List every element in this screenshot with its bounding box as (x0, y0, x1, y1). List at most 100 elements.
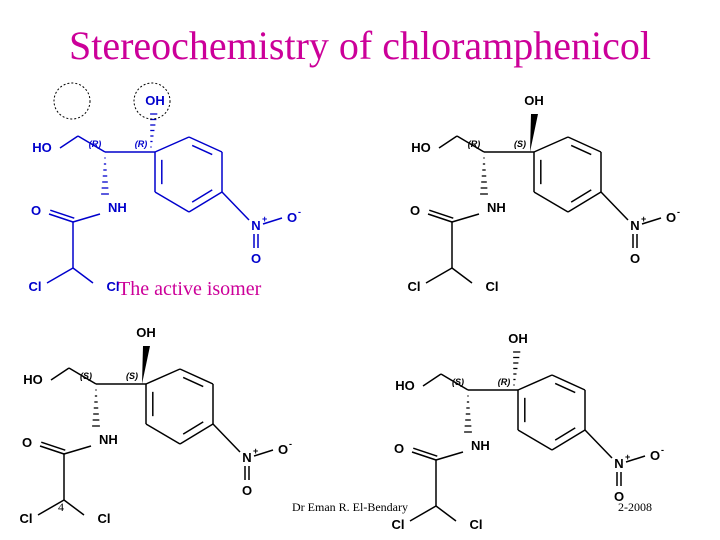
active-isomer-caption: The active isomer (118, 278, 262, 300)
bond (63, 445, 92, 455)
highlight-circle (53, 82, 91, 120)
positive-charge-label: + (253, 446, 258, 456)
bond (72, 267, 94, 284)
nh-label: NH (487, 200, 506, 215)
stereo-descriptor-c2: (R) (89, 139, 102, 149)
aromatic-inner-bond (182, 421, 204, 435)
carbonyl-o-label: O (22, 435, 32, 450)
ring-bond (551, 374, 586, 391)
bond (212, 423, 241, 453)
carbonyl-second-line (50, 209, 75, 219)
nitro-n-label: N (242, 450, 251, 465)
aromatic-inner-bond (554, 427, 576, 441)
solid-wedge (142, 346, 150, 384)
nitro-o-label: O (287, 210, 297, 225)
stereo-descriptor-c1: (R) (498, 377, 511, 387)
bond (584, 429, 613, 459)
aromatic-inner-bond (570, 144, 592, 156)
slide-number: 4 (58, 500, 64, 514)
cl-label: Cl (29, 279, 42, 294)
ring-bond (188, 191, 223, 213)
stereo-descriptor-c1: (R) (135, 139, 148, 149)
negative-charge-label: - (661, 445, 664, 455)
ring-bond (567, 191, 602, 213)
carbonyl-o-label: O (394, 441, 404, 456)
bond (48, 213, 74, 223)
aromatic-inner-bond (191, 144, 213, 156)
ring-bond (533, 136, 569, 153)
aromatic-inner-bond (570, 189, 592, 203)
bond (451, 267, 473, 284)
oh-label: OH (136, 325, 156, 340)
positive-charge-label: + (641, 214, 646, 224)
ring-bond (517, 429, 553, 451)
ring-bond (179, 368, 214, 385)
cl-label: Cl (392, 517, 405, 532)
cl-label: Cl (470, 517, 483, 532)
cl-label: Cl (98, 511, 111, 526)
bond (600, 191, 629, 221)
nitro-n-label: N (614, 456, 623, 471)
nh-label: NH (108, 200, 127, 215)
nitro-o-label: O (251, 251, 261, 266)
stereo-descriptor-c2: (S) (452, 377, 464, 387)
aromatic-inner-bond (182, 376, 204, 388)
nitro-o-label: O (242, 483, 252, 498)
bond (77, 135, 106, 153)
cl-label: Cl (20, 511, 33, 526)
bond (68, 367, 97, 385)
ring-bond (551, 429, 586, 451)
carbonyl-second-line (429, 209, 454, 219)
bond (438, 135, 458, 149)
carbonyl-second-line (413, 447, 438, 457)
bond (39, 445, 65, 455)
nh-label: NH (99, 432, 118, 447)
bond (221, 191, 250, 221)
ring-bond (188, 136, 223, 153)
nitro-n-label: N (630, 218, 639, 233)
bond (262, 217, 283, 225)
bond (435, 451, 464, 461)
nitro-o-label: O (614, 489, 624, 504)
ring-bond (179, 423, 214, 445)
bond (451, 213, 480, 223)
bond (59, 135, 79, 149)
bond (50, 367, 70, 381)
ho-label: HO (23, 372, 43, 387)
stereo-descriptor-c1: (S) (514, 139, 526, 149)
ho-label: HO (395, 378, 415, 393)
solid-wedge (530, 114, 538, 152)
cl-label: Cl (408, 279, 421, 294)
nitro-o-label: O (278, 442, 288, 457)
footer-author: Dr Eman R. El-Bendary (292, 500, 408, 514)
bond (641, 217, 662, 225)
nitro-o-label: O (630, 251, 640, 266)
highlight-circle (133, 82, 171, 120)
ring-bond (145, 423, 181, 445)
bond (425, 267, 453, 284)
oh-label: OH (145, 93, 165, 108)
ring-bond (567, 136, 602, 153)
ring-bond (517, 374, 553, 391)
bond (440, 373, 469, 391)
cl-label: Cl (107, 279, 120, 294)
slide-title: Stereochemistry of chloramphenicol (68, 23, 652, 68)
bond (422, 373, 442, 387)
ring-bond (533, 191, 569, 213)
positive-charge-label: + (625, 452, 630, 462)
positive-charge-label: + (262, 214, 267, 224)
nitro-o-label: O (666, 210, 676, 225)
carbonyl-o-label: O (31, 203, 41, 218)
ho-label: HO (411, 140, 431, 155)
aromatic-inner-bond (554, 382, 576, 394)
nh-label: NH (471, 438, 490, 453)
bond (411, 451, 437, 461)
bond (427, 213, 453, 223)
ring-bond (154, 191, 190, 213)
carbonyl-o-label: O (410, 203, 420, 218)
